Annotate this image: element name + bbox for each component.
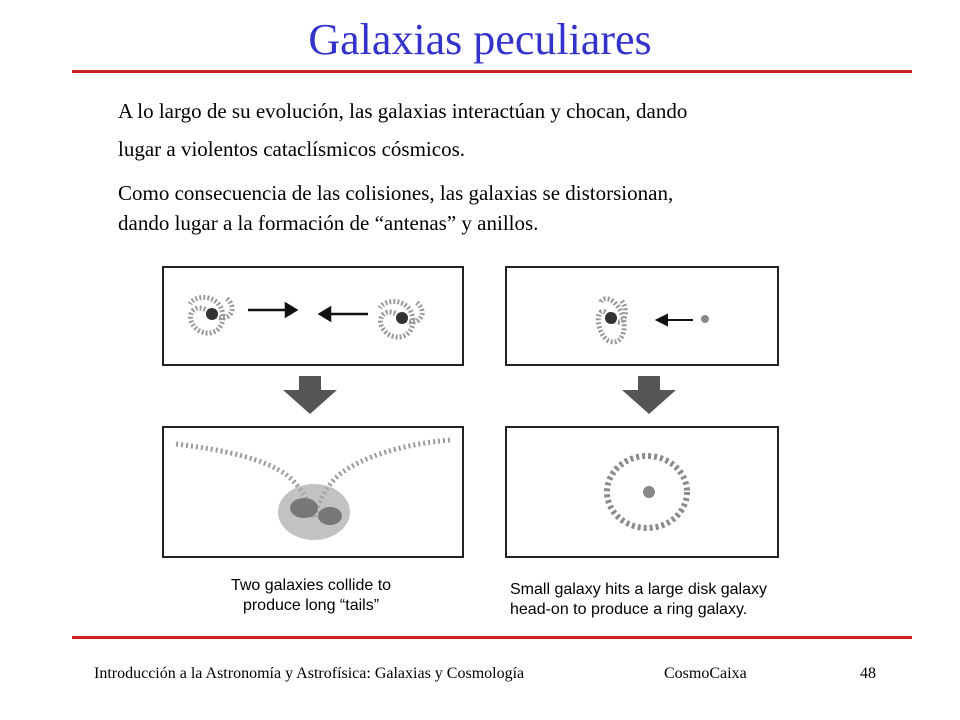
- caption-left: Two galaxies collide to produce long “ta…: [162, 576, 460, 616]
- small-galaxy: [701, 315, 709, 323]
- ring-center: [643, 486, 655, 498]
- panel-collision-tails: [162, 426, 464, 558]
- slide-title: Galaxias peculiares: [308, 15, 652, 64]
- bottom-divider: [72, 636, 912, 639]
- tails-illustration: [175, 437, 451, 540]
- caption-right: Small galaxy hits a large disk galaxy he…: [510, 580, 810, 620]
- merger-core: [278, 484, 350, 540]
- paragraph-2-line-1: Como consecuencia de las colisiones, las…: [118, 181, 674, 205]
- down-arrow-right: [622, 376, 676, 414]
- ring: [604, 453, 690, 531]
- caption-left-line-1: Two galaxies collide to: [230, 577, 392, 594]
- footer-venue: CosmoCaixa: [664, 665, 747, 682]
- top-divider: [72, 70, 912, 73]
- caption-left-line-2: produce long “tails”: [242, 597, 380, 614]
- footer-course: Introducción a la Astronomía y Astrofísi…: [94, 665, 525, 682]
- panel-two-spirals-approach: [162, 266, 464, 366]
- paragraph-1-line-2: lugar a violentos cataclísmicos cósmicos…: [118, 137, 465, 161]
- down-arrow-left: [283, 376, 337, 414]
- caption-right-line-2: head-on to produce a ring galaxy.: [510, 601, 748, 618]
- ring-galaxy-illustration: [604, 453, 690, 531]
- panel-ring-galaxy: [505, 426, 779, 558]
- paragraph-2-line-2: dando lugar a la formación de “antenas” …: [118, 211, 539, 235]
- spirals-approach-illustration: [187, 295, 425, 340]
- disk-galaxy: [595, 296, 628, 345]
- small-galaxy-approach-illustration: [595, 296, 709, 345]
- panel-small-galaxy-approach: [505, 266, 779, 366]
- paragraph-1-line-1: A lo largo de su evolución, las galaxias…: [118, 99, 688, 123]
- footer-page-number: 48: [860, 665, 876, 682]
- caption-right-line-1: Small galaxy hits a large disk galaxy: [510, 581, 768, 598]
